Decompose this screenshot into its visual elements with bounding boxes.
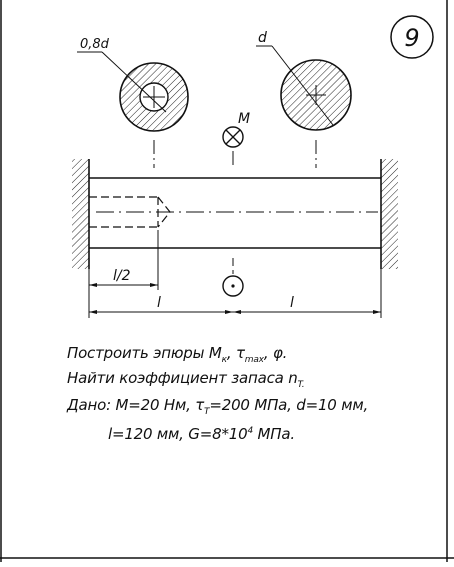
solid-diameter-label: d (258, 30, 267, 46)
task-line-3: Дано: M=20 Нм, τT=200 МПа, d=10 мм, (67, 396, 369, 417)
left-fixed-support (72, 159, 90, 269)
dimension-lines (88, 230, 382, 318)
half-length-label: l/2 (113, 268, 131, 284)
moment-symbol-top (222, 126, 244, 148)
solid-cross-section: d (256, 30, 352, 131)
moment-label: M (238, 111, 250, 127)
task-line-2: Найти коэффициент запаса nT. (67, 369, 305, 390)
left-length-label: l (157, 295, 161, 311)
right-fixed-support (380, 159, 398, 269)
hollow-diameter-label: 0,8d (80, 37, 110, 52)
shaft (89, 177, 381, 249)
task-line-4: l=120 мм, G=8*104 МПа. (108, 425, 295, 443)
right-length-label: l (290, 295, 294, 311)
hollow-cross-section: 0,8d (77, 37, 189, 132)
section-center-lines (153, 140, 317, 168)
moment-symbol-bottom (222, 275, 244, 297)
dimension-arrows (89, 283, 381, 314)
task-number: 9 (404, 24, 419, 52)
task-number-circle (390, 15, 434, 59)
task-line-1: Построить эпюры Mк, τmax, φ. (67, 344, 288, 365)
